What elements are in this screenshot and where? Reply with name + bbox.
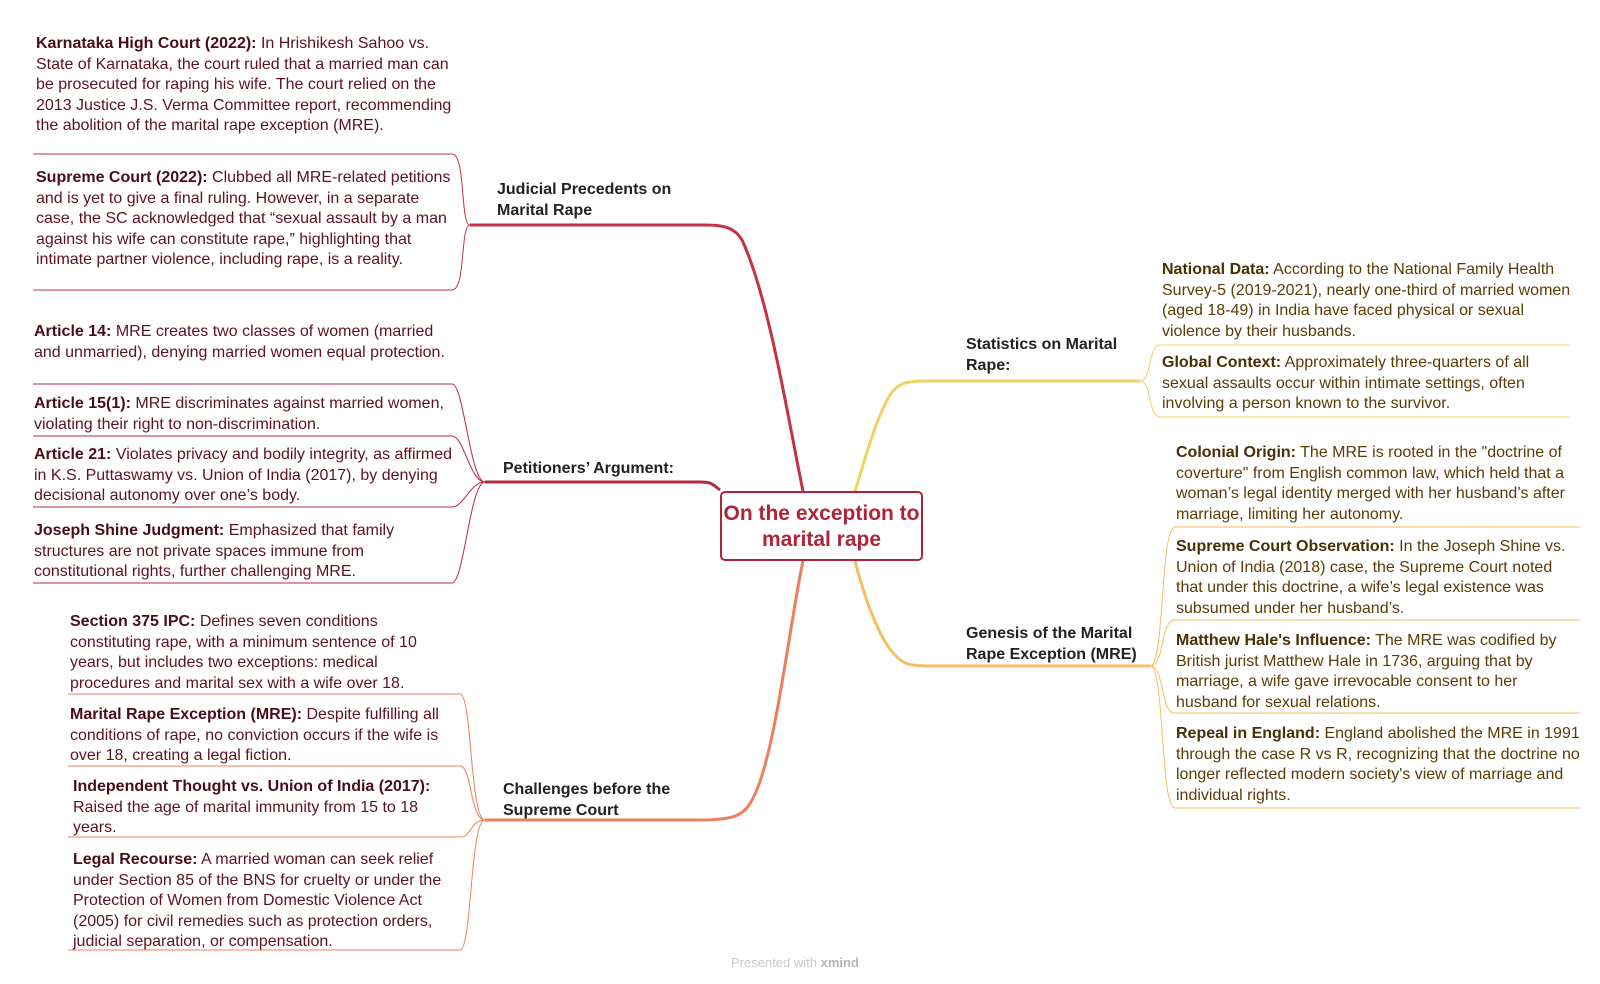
leaf-text: Violates privacy and bodily integrity, a…: [34, 446, 452, 505]
leaf-heading: Supreme Court (2022):: [36, 169, 208, 186]
branch-line-genesis: [853, 560, 1150, 668]
leaf-connector-st-2: [1139, 380, 1570, 418]
leaf-heading: Karnataka High Court (2022):: [36, 35, 257, 52]
leaf-heading: Article 14:: [34, 323, 112, 340]
leaf-ch-legal-recourse[interactable]: Legal Recourse: A married woman can seek…: [73, 850, 462, 953]
leaf-text: According to the National Family Health …: [1162, 261, 1571, 340]
leaf-pet-joseph-shine[interactable]: Joseph Shine Judgment: Emphasized that f…: [34, 521, 454, 583]
leaf-gen-sc-observation[interactable]: Supreme Court Observation: In the Joseph…: [1176, 537, 1581, 619]
leaf-text: Raised the age of marital immunity from …: [73, 798, 419, 837]
leaf-gen-repeal-england[interactable]: Repeal in England: England abolished the…: [1176, 724, 1581, 806]
leaf-connector-ch-1: [68, 693, 486, 821]
leaf-text: In Hrishikesh Sahoo vs. State of Karnata…: [36, 35, 452, 135]
leaf-connector-gen-1: [1149, 526, 1580, 667]
leaf-text: The MRE was codified by British jurist M…: [1176, 632, 1557, 711]
xmind-logo: xmind: [820, 955, 859, 970]
leaf-connector-ch-4: [68, 819, 486, 951]
topic-statistics[interactable]: Statistics on Marital Rape:: [966, 336, 1118, 374]
leaf-connector-gen-4: [1149, 665, 1580, 809]
leaf-ch-independent-thought[interactable]: Independent Thought vs. Union of India (…: [73, 777, 462, 839]
leaf-pet-article-21[interactable]: Article 21: Violates privacy and bodily …: [34, 445, 454, 507]
leaf-text: Clubbed all MRE-related petitions and is…: [36, 169, 451, 269]
leaf-judicial-supreme-court[interactable]: Supreme Court (2022): Clubbed all MRE-re…: [36, 168, 454, 271]
leaf-pet-article-14[interactable]: Article 14: MRE creates two classes of w…: [34, 322, 454, 363]
leaf-judicial-karnataka-hc[interactable]: Karnataka High Court (2022): In Hrishike…: [36, 34, 454, 137]
leaf-st-national-data[interactable]: National Data: According to the National…: [1162, 260, 1572, 342]
leaf-connector-ch-2: [68, 765, 486, 821]
leaf-heading: Matthew Hale's Influence:: [1176, 632, 1371, 649]
branch-line-judicial: [470, 223, 805, 492]
leaf-connector-pet-2: [33, 435, 486, 483]
leaf-connector-judicial-2: [33, 224, 471, 291]
leaf-heading: Section 375 IPC:: [70, 613, 196, 630]
leaf-heading: Marital Rape Exception (MRE):: [70, 706, 303, 723]
footer-watermark: Presented with xmind: [731, 955, 859, 970]
leaf-ch-section-375[interactable]: Section 375 IPC: Defines seven condition…: [70, 612, 462, 694]
leaf-text: In the Joseph Shine vs. Union of India (…: [1176, 538, 1566, 617]
leaf-heading: Independent Thought vs. Union of India (…: [73, 778, 431, 795]
leaf-gen-matthew-hale[interactable]: Matthew Hale's Influence: The MRE was co…: [1176, 631, 1581, 713]
leaf-heading: Repeal in England:: [1176, 725, 1321, 742]
leaf-heading: Supreme Court Observation:: [1176, 538, 1395, 555]
leaf-gen-colonial-origin[interactable]: Colonial Origin: The MRE is rooted in th…: [1176, 443, 1581, 525]
leaf-ch-mre[interactable]: Marital Rape Exception (MRE): Despite fu…: [70, 705, 462, 767]
leaf-text: A married woman can seek relief under Se…: [73, 851, 442, 951]
footer-prefix: Presented with: [731, 955, 821, 970]
leaf-connector-gen-3: [1149, 665, 1580, 714]
leaf-heading: Article 15(1):: [34, 395, 131, 412]
leaf-text: Approximately three-quarters of all sexu…: [1162, 354, 1530, 413]
leaf-connector-ch-3: [68, 819, 486, 838]
leaf-st-global-context[interactable]: Global Context: Approximately three-quar…: [1162, 353, 1572, 415]
leaf-text: The MRE is rooted in the "doctrine of co…: [1176, 444, 1565, 523]
leaf-heading: Joseph Shine Judgment:: [34, 522, 225, 539]
leaf-connector-gen-2: [1149, 619, 1580, 667]
topic-genesis[interactable]: Genesis of the Marital Rape Exception (M…: [966, 625, 1137, 663]
leaf-text: Despite fulfilling all conditions of rap…: [70, 706, 439, 765]
topic-petitioners-argument[interactable]: Petitioners’ Argument:: [503, 460, 674, 477]
leaf-text: MRE discriminates against married women,…: [34, 395, 444, 433]
leaf-connector-st-1: [1139, 344, 1570, 382]
leaf-connector-pet-4: [33, 481, 486, 584]
leaf-heading: Legal Recourse:: [73, 851, 198, 868]
branch-line-petitioners: [485, 480, 721, 492]
leaf-heading: Article 21:: [34, 446, 112, 463]
leaf-connector-pet-3: [33, 481, 486, 508]
leaf-heading: National Data:: [1162, 261, 1270, 278]
leaf-connector-pet-1: [33, 383, 486, 483]
branch-line-challenges: [485, 560, 805, 822]
leaf-text: Defines seven conditions constituting ra…: [70, 613, 417, 692]
topic-challenges[interactable]: Challenges before the Supreme Court: [503, 781, 671, 819]
leaf-connector-judicial-1: [33, 153, 471, 226]
leaf-pet-article-15[interactable]: Article 15(1): MRE discriminates against…: [34, 394, 454, 435]
leaf-text: MRE creates two classes of women (marrie…: [34, 323, 445, 361]
branch-line-statistics: [853, 379, 1140, 492]
leaf-text: England abolished the MRE in 1991 throug…: [1176, 725, 1580, 804]
leaf-text: Emphasized that family structures are no…: [34, 522, 395, 581]
leaf-heading: Colonial Origin:: [1176, 444, 1296, 461]
leaf-heading: Global Context:: [1162, 354, 1282, 371]
central-topic[interactable]: On the exception to marital rape: [720, 491, 923, 561]
topic-judicial-precedents[interactable]: Judicial Precedents on Marital Rape: [497, 181, 672, 219]
